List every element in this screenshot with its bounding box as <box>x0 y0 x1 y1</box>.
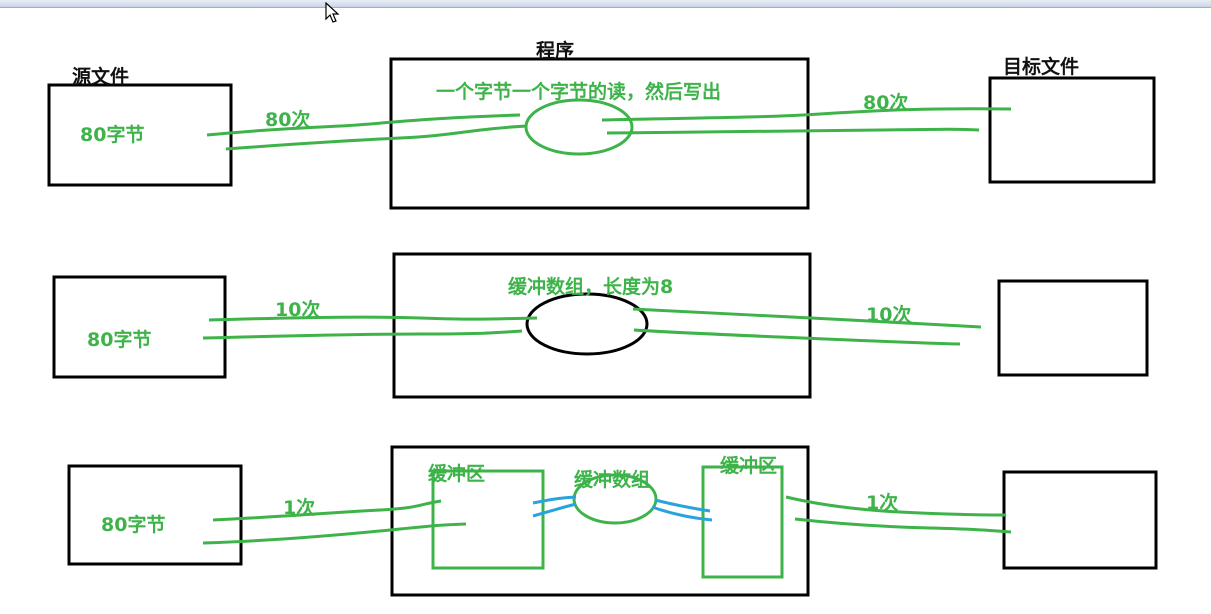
row2-write-line-1 <box>632 307 982 329</box>
row3-right-buffer-box <box>701 465 784 579</box>
row2-buffer-ellipse <box>525 292 649 356</box>
row1-program-box <box>389 57 810 210</box>
row3-blue-link-left-2 <box>532 502 577 518</box>
row3-left-buffer-label: 缓冲区 <box>428 463 486 485</box>
row2-description: 缓冲数组，长度为8 <box>508 276 674 298</box>
target-file-heading: 目标文件 <box>1003 56 1080 78</box>
row3-target-box <box>1002 470 1158 570</box>
row3-read-count: 1次 <box>283 497 316 519</box>
mouse-pointer-icon <box>325 2 340 23</box>
program-heading: 程序 <box>536 40 575 62</box>
row2-read-line-2 <box>202 329 523 340</box>
row3-source-content: 80字节 <box>101 514 166 536</box>
row3-right-buffer-label: 缓冲区 <box>720 455 778 477</box>
row3-write-line-1 <box>785 495 1006 517</box>
row1-read-line-2 <box>225 124 528 151</box>
row2-write-count: 10次 <box>866 304 912 326</box>
row1-description: 一个字节一个字节的读，然后写出 <box>436 81 722 103</box>
source-file-heading: 源文件 <box>72 66 130 88</box>
row3-blue-link-left-1 <box>532 495 577 505</box>
row3-blue-link-right-1 <box>654 498 711 513</box>
row1-write-count: 80次 <box>863 92 909 114</box>
row2-target-box <box>997 279 1149 377</box>
row2-program-box <box>392 252 812 399</box>
row2-write-line-2 <box>633 328 961 346</box>
row1-source-content: 80字节 <box>80 124 145 146</box>
row3-read-line-1 <box>212 499 442 522</box>
row1-buffer-ellipse <box>524 98 634 156</box>
row1-write-line-1 <box>601 107 1012 122</box>
row3-read-line-2 <box>202 522 467 545</box>
row1-source-box <box>47 83 233 187</box>
window-top-edge <box>0 0 1211 8</box>
row3-blue-link-right-2 <box>651 505 713 522</box>
row1-target-box <box>988 76 1156 184</box>
row3-source-box <box>67 464 243 566</box>
row2-source-content: 80字节 <box>87 329 152 351</box>
row1-write-line-2 <box>606 127 980 135</box>
row3-write-line-2 <box>794 517 1012 534</box>
row3-write-count: 1次 <box>866 492 899 514</box>
row2-source-box <box>52 275 227 379</box>
row1-read-count: 80次 <box>265 109 311 131</box>
row2-read-count: 10次 <box>275 299 321 321</box>
row3-buffer-array-label: 缓冲数组 <box>574 469 651 491</box>
row1-read-line-1 <box>206 113 521 137</box>
row3-left-buffer-box <box>431 469 545 570</box>
row2-read-line-1 <box>208 315 538 322</box>
